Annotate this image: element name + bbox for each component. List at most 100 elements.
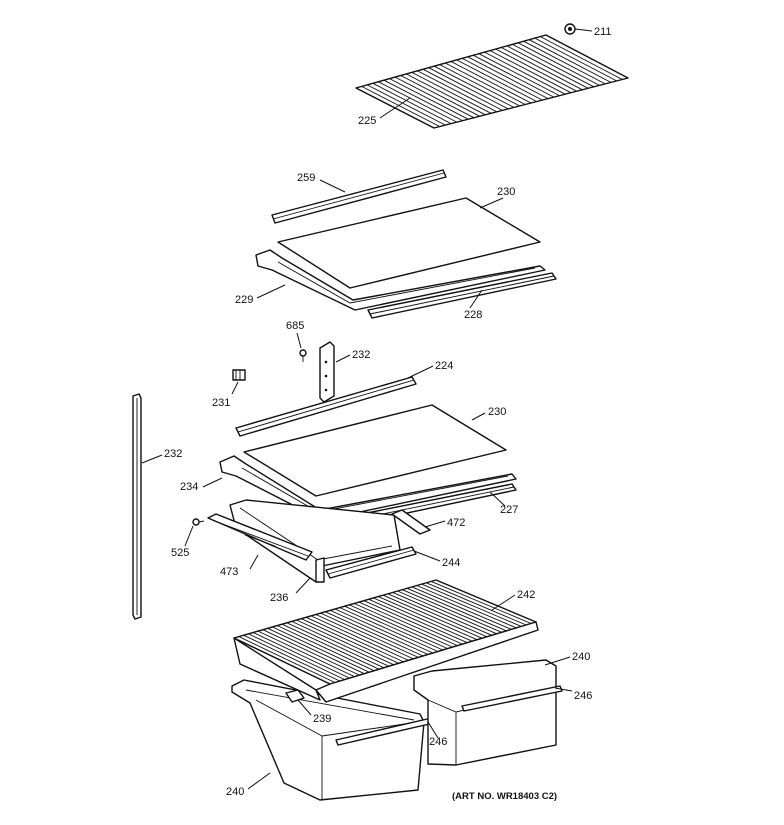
hatch-line xyxy=(461,58,543,101)
hatch-line xyxy=(397,590,497,635)
hatch-line xyxy=(257,630,355,678)
hatch-line xyxy=(310,615,409,661)
hatch-line xyxy=(406,73,486,116)
hatch-line xyxy=(372,82,452,125)
callout-230-upper: 230 xyxy=(497,186,515,198)
hatch-line xyxy=(378,81,458,123)
part-685-screw xyxy=(299,349,307,362)
callout-230-middle: 230 xyxy=(488,406,506,418)
hatch-line xyxy=(439,64,520,107)
hatch-line xyxy=(426,582,527,626)
hatch-line xyxy=(238,636,336,683)
hatch-line xyxy=(421,583,522,627)
hatch-line xyxy=(358,601,458,647)
hatch-line xyxy=(267,627,365,675)
callout-234: 234 xyxy=(180,481,198,493)
hatch-line xyxy=(349,604,448,650)
callout-232-short: 232 xyxy=(352,349,370,361)
part-239-guide xyxy=(285,689,305,703)
hatch-line xyxy=(392,591,493,636)
hatch-line xyxy=(431,580,532,624)
hatch-line xyxy=(272,626,370,673)
hatch-line xyxy=(501,47,583,91)
part-246-handle-right xyxy=(461,685,563,712)
hatch-line xyxy=(277,625,375,672)
hatch-line xyxy=(361,85,440,127)
part-230-glass-middle xyxy=(243,404,507,497)
part-232-bracket-long xyxy=(132,393,142,620)
part-229-shelf-frame xyxy=(255,249,546,311)
part-211-knob xyxy=(564,23,576,35)
hatch-line xyxy=(373,597,473,642)
callout-472: 472 xyxy=(447,517,465,529)
callout-259: 259 xyxy=(297,172,315,184)
hatch-line xyxy=(286,622,385,669)
hatch-line xyxy=(339,607,439,652)
hatch-line xyxy=(512,44,595,88)
callout-242: 242 xyxy=(517,589,535,601)
part-224-front-trim xyxy=(235,376,417,437)
hatch-line xyxy=(382,594,483,639)
hatch-line xyxy=(402,589,502,633)
hatch-line xyxy=(422,68,503,111)
part-242-crisper-cover xyxy=(233,579,539,703)
callout-246-right: 246 xyxy=(574,690,592,702)
hatch-line xyxy=(400,75,480,117)
part-230-glass-upper xyxy=(277,197,541,289)
part-228-rear-trim xyxy=(367,272,557,319)
hatch-line xyxy=(366,84,446,126)
part-232-bracket-short xyxy=(319,341,335,403)
hatch-line xyxy=(433,65,515,108)
hatch-line xyxy=(528,39,612,83)
callout-240-left: 240 xyxy=(226,786,244,798)
hatch-line xyxy=(334,608,434,654)
hatch-line xyxy=(450,61,532,104)
part-473-pan-front xyxy=(207,513,313,561)
hatch-line xyxy=(489,50,572,94)
hatch-line xyxy=(540,36,623,80)
hatch-line xyxy=(523,40,606,85)
hatch-line xyxy=(467,56,549,99)
part-231-clip xyxy=(232,369,246,381)
hatch-line xyxy=(411,72,492,114)
callout-244: 244 xyxy=(442,557,460,569)
hatch-line xyxy=(383,79,463,122)
hatch-line xyxy=(253,632,350,679)
hatch-line xyxy=(411,586,512,630)
hatch-line xyxy=(330,609,429,655)
hatch-line xyxy=(248,633,345,681)
callout-239: 239 xyxy=(313,713,331,725)
hatch-line xyxy=(406,587,507,632)
hatch-line xyxy=(305,616,404,663)
hatch-line xyxy=(315,614,414,660)
callout-240-right: 240 xyxy=(572,651,590,663)
hatch-line xyxy=(416,585,517,629)
callout-246-left: 246 xyxy=(429,736,447,748)
callout-473: 473 xyxy=(220,566,238,578)
part-244-trim xyxy=(325,546,417,579)
art-number: (ART NO. WR18403 C2) xyxy=(452,791,557,802)
part-472-slide xyxy=(391,509,431,535)
hatch-line xyxy=(456,59,537,102)
hatch-line xyxy=(301,618,399,664)
callout-685: 685 xyxy=(286,320,304,332)
hatch-line xyxy=(517,42,600,86)
callout-225: 225 xyxy=(358,115,376,127)
hatch-line xyxy=(478,53,560,96)
hatch-line xyxy=(387,593,488,638)
hatch-line xyxy=(354,603,453,648)
hatch-line xyxy=(394,76,475,119)
callout-224: 224 xyxy=(435,360,453,372)
hatch-line xyxy=(296,619,394,666)
callout-211: 211 xyxy=(594,26,612,38)
hatch-line xyxy=(534,37,617,82)
hatch-line xyxy=(506,45,589,89)
hatch-line xyxy=(243,634,340,682)
hatch-line xyxy=(378,596,478,641)
hatch-line xyxy=(428,67,509,110)
hatch-line xyxy=(281,623,380,670)
hatch-line xyxy=(445,62,526,105)
part-525-screw xyxy=(192,518,205,526)
leader-lines xyxy=(141,28,593,790)
